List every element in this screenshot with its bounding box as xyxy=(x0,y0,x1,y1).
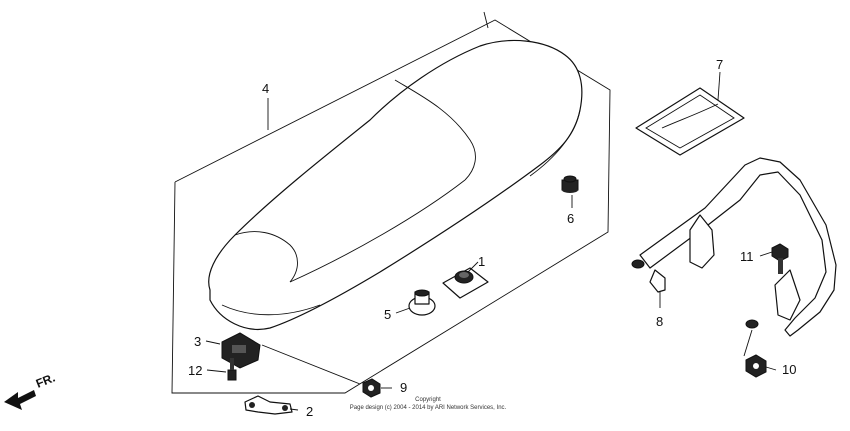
bolt-part-11[interactable] xyxy=(771,243,789,274)
rubber-mount-part-1[interactable] xyxy=(442,267,489,299)
cushion-part-6[interactable] xyxy=(561,175,579,193)
callout-labels: 1 2 3 4 5 6 7 8 9 10 11 12 xyxy=(188,57,796,419)
direction-label: FR. xyxy=(34,371,57,391)
callout-1: 1 xyxy=(478,254,485,269)
callout-8: 8 xyxy=(656,314,663,329)
callout-2: 2 xyxy=(306,404,313,419)
callout-11: 11 xyxy=(740,249,754,264)
copyright-line-1: Copyright xyxy=(415,397,441,403)
callout-10: 10 xyxy=(782,362,796,377)
bracket-part-2[interactable] xyxy=(244,395,293,415)
callout-9: 9 xyxy=(400,380,407,395)
nut-part-9[interactable] xyxy=(362,378,381,398)
front-direction-indicator: FR. xyxy=(4,371,57,410)
leader-lines xyxy=(205,11,777,411)
cushion-rubber-part-5[interactable] xyxy=(408,289,436,316)
callout-7: 7 xyxy=(716,57,723,72)
direction-arrow-icon xyxy=(4,390,36,410)
callout-4: 4 xyxy=(262,81,269,96)
grab-rail-part-8[interactable] xyxy=(631,157,837,337)
copyright-line-2: Page design (c) 2004 - 2014 by ARI Netwo… xyxy=(350,405,507,411)
nut-part-10[interactable] xyxy=(745,354,767,378)
callout-3: 3 xyxy=(194,334,201,349)
seat-part-4[interactable] xyxy=(208,39,583,330)
callout-12: 12 xyxy=(188,363,202,378)
assembly-outline xyxy=(171,19,611,394)
document-bag-part-7[interactable] xyxy=(635,87,745,156)
seat-lock-part-3[interactable] xyxy=(221,332,261,369)
copyright-notice: Copyright Page design (c) 2004 - 2014 by… xyxy=(350,397,507,411)
bolt-part-12[interactable] xyxy=(227,358,237,381)
callout-6: 6 xyxy=(567,211,574,226)
callout-5: 5 xyxy=(384,307,391,322)
